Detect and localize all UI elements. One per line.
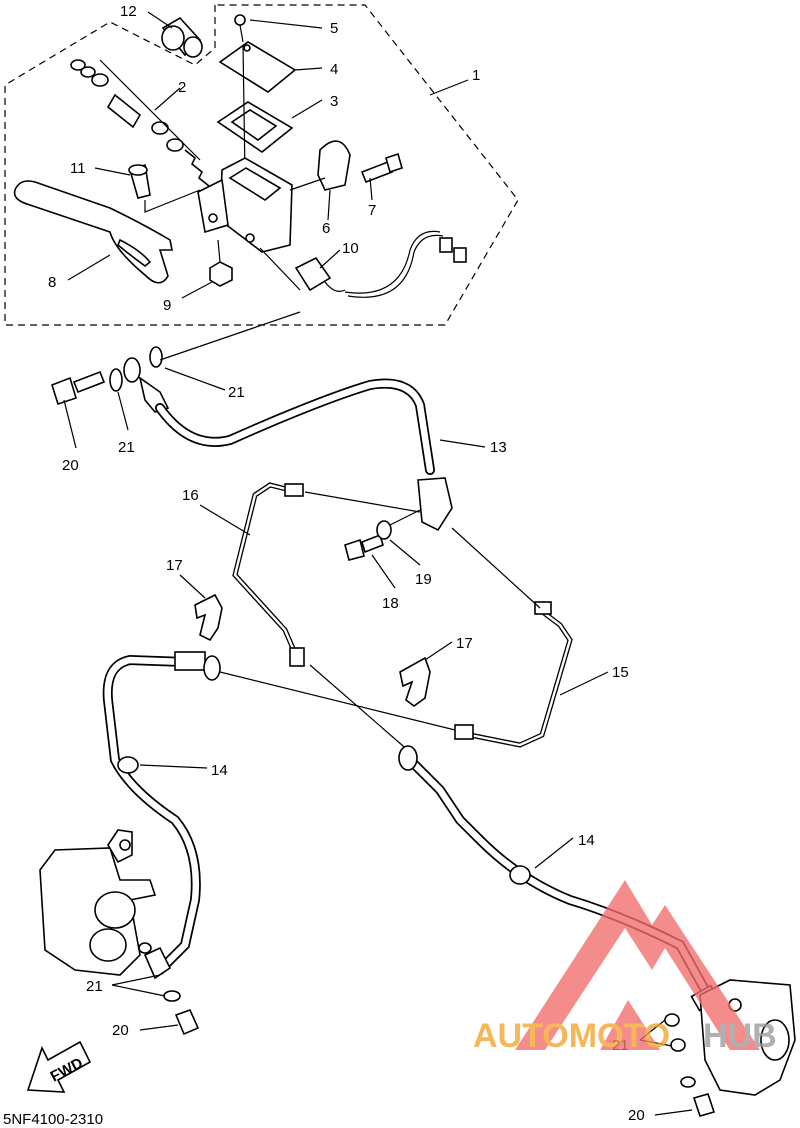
leader-lines [63,11,693,1116]
part-17-clip-right [399,656,431,707]
part-8-brake-lever [13,180,173,284]
part-19-washer [376,520,392,540]
part-12-boot [161,16,203,58]
part-14-brake-hose-right [398,745,720,1012]
part-18-bolt [344,533,384,561]
callout-3: 3 [330,93,338,110]
left-brake-caliper [39,829,157,976]
part-6-holder [317,140,351,191]
callout-1: 1 [472,67,480,84]
watermark-text-main: AUTOMOTO [473,1017,670,1055]
part-15-brake-pipe [454,601,573,748]
left-banjo-washers [111,942,200,1036]
part-9-nut [209,239,233,287]
watermark-triangle-icon [515,880,760,1050]
part-3-diaphragm [216,101,294,153]
part-17-clip-left [194,593,223,642]
callout-14-left: 14 [211,762,228,779]
callout-17-left: 17 [166,557,183,574]
fwd-arrow-icon: FWD [26,1040,92,1093]
callout-21-upper-left: 21 [118,439,135,456]
watermark-text-hub: HUB [703,1017,777,1055]
part-7-bolt [360,152,403,184]
callout-11: 11 [70,160,86,177]
upper-banjo-assembly [51,346,170,413]
diagram-code: 5NF4100-2310 [3,1111,103,1128]
callout-labels: 12 2 5 4 3 1 11 7 6 10 8 9 21 21 20 13 1… [48,3,645,1124]
callout-8: 8 [48,274,56,291]
part-13-brake-hose [155,378,453,532]
part-2-piston-kit [70,59,210,187]
callout-6: 6 [322,220,330,237]
callout-9: 9 [163,297,171,314]
part-5-screw [234,14,246,43]
callout-15: 15 [612,664,629,681]
callout-5: 5 [330,20,338,37]
part-16-brake-pipe [232,482,305,667]
right-banjo-washers [639,1013,716,1117]
callout-20-right: 20 [628,1107,645,1124]
callout-17-right: 17 [456,635,473,652]
master-cylinder-body [197,157,293,253]
callout-13: 13 [490,439,507,456]
callout-18: 18 [382,595,399,612]
callout-19: 19 [415,571,432,588]
part-10-brake-switch [259,230,467,298]
part-11-bolt [128,163,201,213]
callout-20-upper: 20 [62,457,79,474]
watermark-logo: AUTOMOTO HUB [473,880,777,1055]
callout-16: 16 [182,487,199,504]
callout-21-upper-right: 21 [228,384,245,401]
callout-20-left: 20 [112,1022,129,1039]
callout-4: 4 [330,61,338,78]
callout-10: 10 [342,240,359,257]
part-4-reservoir-cap [218,41,297,93]
part-14-brake-hose-left [102,651,221,980]
callout-2: 2 [178,79,186,96]
callout-12: 12 [120,3,137,20]
callout-14-right: 14 [578,832,595,849]
callout-7: 7 [368,202,376,219]
callout-21-left: 21 [86,978,103,995]
